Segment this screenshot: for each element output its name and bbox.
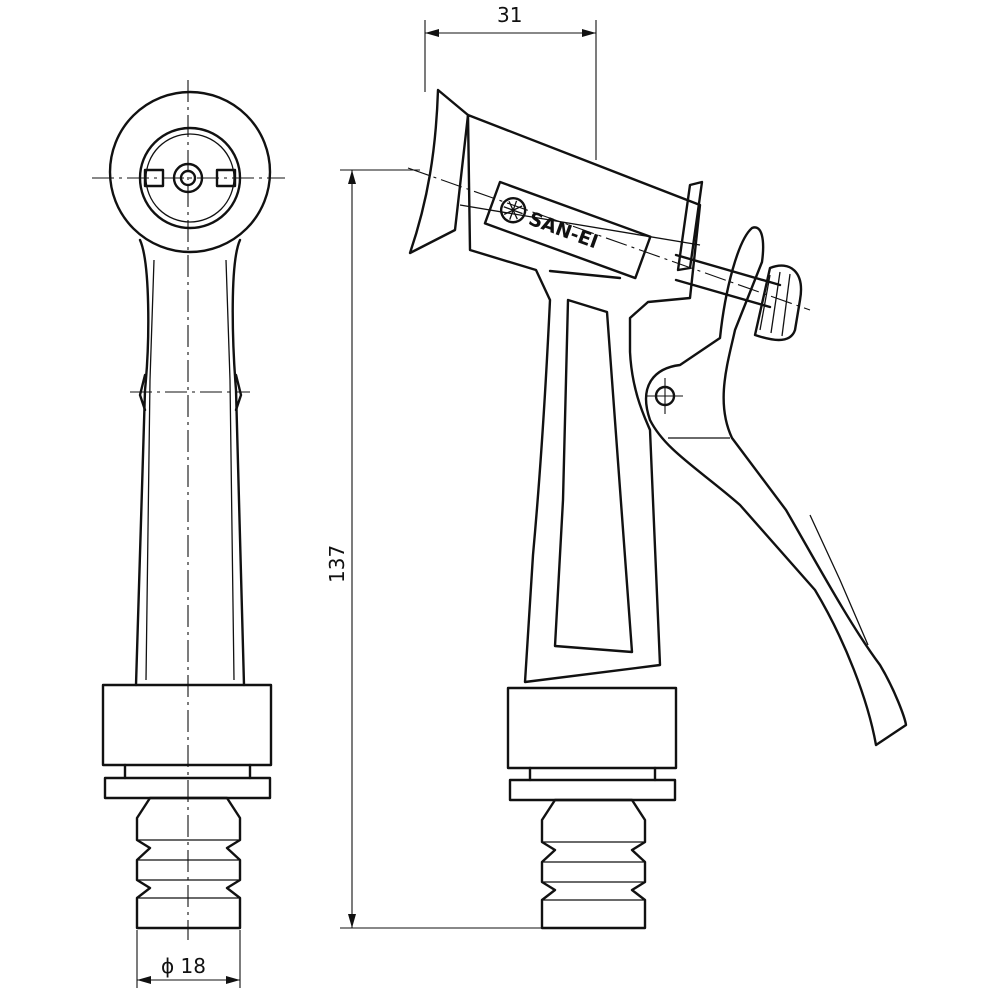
front-handle-left-edge: [134, 238, 150, 687]
logo-circle: [499, 196, 527, 224]
knurl-line-3: [781, 273, 791, 337]
front-head-outer-circle: [108, 90, 272, 254]
brand-plate: SAN-EI: [483, 180, 652, 280]
logo-spoke-4: [503, 205, 523, 215]
width-arrow-right: [582, 29, 596, 37]
width-arrow-left: [425, 29, 439, 37]
front-coupling-nut: [101, 683, 273, 767]
side-spindle-top: [674, 253, 782, 287]
height-dimension-label: 137: [325, 545, 349, 583]
side-trigger-lever: [644, 226, 908, 747]
front-handle-right-edge: [231, 238, 246, 687]
diameter-dimension-label: ϕ 18: [161, 954, 206, 978]
side-lever-serration: [809, 514, 869, 646]
side-knurled-knob: [753, 264, 803, 342]
front-handle-right-notch: [234, 373, 243, 412]
side-washer: [508, 778, 677, 802]
side-barrel-line: [459, 204, 701, 246]
side-coupling-nut: [506, 686, 678, 770]
knurl-line-2: [770, 271, 781, 334]
side-nozzle-axis-centerline: [407, 167, 811, 311]
side-hose-barb: [540, 798, 647, 930]
knurl-line-1: [759, 274, 771, 331]
brand-plate-frame: [483, 180, 652, 280]
side-nozzle-cone: [408, 88, 470, 255]
height-arrow-bottom: [348, 914, 356, 928]
front-handle-left-notch: [138, 373, 147, 412]
front-handle-left-rib: [145, 259, 155, 681]
front-handle-right-rib: [225, 259, 235, 681]
width-dimension-label: 31: [497, 3, 522, 27]
side-gun-body: [466, 113, 702, 684]
side-spindle-bottom: [674, 278, 772, 309]
side-view: SAN-EI 31: [325, 3, 908, 930]
asterisk-circle-logo-icon: [499, 196, 527, 224]
front-view: ϕ 18: [92, 80, 285, 988]
height-arrow-top: [348, 170, 356, 184]
side-grip-recess: [553, 298, 634, 654]
side-body-step: [548, 269, 622, 280]
diameter-arrow-left: [137, 976, 151, 984]
diameter-arrow-right: [226, 976, 240, 984]
